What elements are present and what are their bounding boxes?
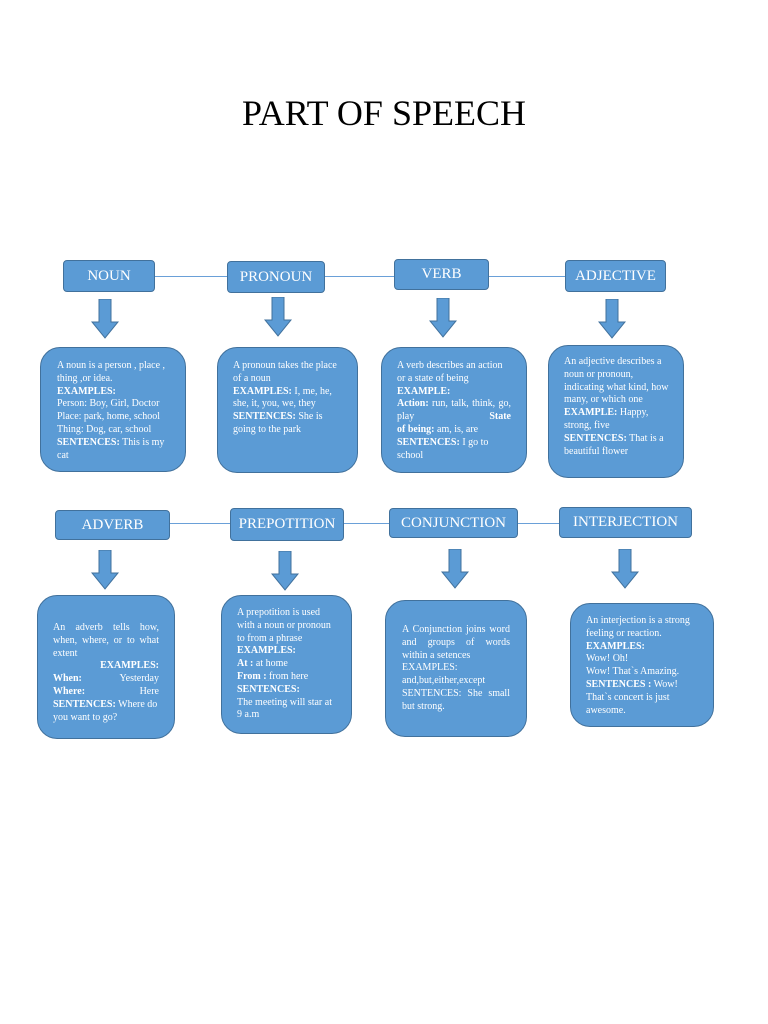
at-label: At :	[237, 658, 254, 670]
adjective-description: An adjective describes a noun or pronoun…	[548, 345, 684, 478]
adverb-description: An adverb tells how, when, where, or to …	[37, 595, 175, 739]
node-adverb: ADVERB	[55, 510, 170, 540]
sentence: That is a beautiful flower	[564, 432, 664, 457]
example-label: EXAMPLE:	[564, 407, 618, 419]
node-label: NOUN	[87, 267, 131, 284]
sentence: That`s concert is just awesome.	[586, 691, 670, 716]
interjection-description: An interjection is a strong feeling or r…	[570, 603, 714, 727]
sentence: She is going to the park	[233, 411, 323, 435]
definition: A Conjunction joins word and groups of w…	[402, 624, 510, 661]
when-example: Yesterday	[119, 673, 159, 685]
examples-label: EXAMPLES:	[586, 640, 645, 652]
sentences-label: SENTENCES :	[586, 678, 652, 690]
action-examples: run, talk, think, go, play	[397, 398, 511, 423]
connector-line	[154, 276, 228, 277]
arrow-down-icon	[264, 297, 292, 337]
sentences-label: SENTENCES:	[233, 411, 296, 423]
node-label: PRONOUN	[239, 268, 313, 285]
sentence: Wow!	[651, 678, 678, 690]
node-label: ADJECTIVE	[575, 267, 656, 284]
node-label: INTERJECTION	[573, 514, 678, 530]
definition: An interjection is a strong feeling or r…	[586, 615, 690, 639]
node-verb: VERB	[394, 259, 489, 290]
examples: Happy, strong, five	[564, 407, 649, 431]
example-label: EXAMPLE:	[397, 385, 451, 397]
pronoun-description: A pronoun takes the place of a noun EXAM…	[217, 347, 358, 473]
arrow-down-icon	[611, 549, 639, 589]
example-line: Place: park, home, school	[57, 411, 161, 423]
node-label: CONJUNCTION	[401, 514, 506, 531]
action-label: Action:	[397, 398, 429, 410]
where-label: Where:	[53, 685, 86, 697]
where-example: Here	[139, 685, 159, 697]
node-prepotition: PREPOTITION	[230, 508, 344, 541]
state-label: State	[489, 411, 511, 423]
conjunction-description: A Conjunction joins word and groups of w…	[385, 600, 527, 737]
definition: A prepotition is used with a noun or pro…	[237, 607, 331, 644]
examples-label: EXAMPLES:	[237, 645, 296, 657]
arrow-down-icon	[271, 551, 299, 591]
arrow-down-icon	[91, 299, 119, 339]
noun-description: A noun is a person , place , thing ,or i…	[40, 347, 186, 472]
definition: A pronoun takes the place of a noun	[233, 360, 337, 384]
sentence: The meeting will star at 9 a.m	[237, 696, 332, 721]
at-example: at home	[253, 658, 288, 670]
sentences-label: SENTENCES:	[564, 432, 627, 444]
arrow-down-icon	[91, 550, 119, 590]
examples-label: EXAMPLES:	[100, 660, 159, 672]
sentences-label: SENTENCES:	[397, 436, 460, 448]
connector-line	[517, 523, 560, 524]
verb-description: A verb describes an action or a state of…	[381, 347, 527, 473]
node-interjection: INTERJECTION	[559, 507, 692, 538]
node-noun: NOUN	[63, 260, 155, 292]
connector-line	[170, 523, 231, 524]
examples: I, me, he, she, it, you, we, they	[233, 385, 332, 410]
node-label: PREPOTITION	[238, 516, 336, 532]
arrow-down-icon	[429, 298, 457, 338]
arrow-down-icon	[598, 299, 626, 339]
examples-label: EXAMPLES:	[233, 385, 292, 397]
examples: and,but,either,except	[402, 675, 486, 687]
state-label: of being:	[397, 423, 435, 435]
connector-line	[343, 523, 390, 524]
state-examples: am, is, are	[434, 423, 479, 435]
sentences-label: SENTENCES:	[57, 436, 120, 448]
sentence: Where do you want to go?	[53, 698, 158, 723]
definition: A noun is a person , place , thing ,or i…	[57, 360, 166, 384]
connector-line	[325, 276, 395, 277]
sentence: SENTENCES: She small but strong.	[402, 687, 510, 712]
sentence: This is my cat	[57, 436, 165, 461]
examples-label: EXAMPLES:	[402, 662, 458, 674]
sentence: I go to school	[397, 436, 489, 461]
example-line: Thing: Dog, car, school	[57, 423, 152, 435]
connector-line	[488, 276, 566, 277]
example-line: Person: Boy, Girl, Doctor	[57, 398, 160, 410]
example-line: Wow! That`s Amazing.	[586, 666, 680, 678]
node-label: VERB	[421, 266, 462, 282]
prepotition-description: A prepotition is used with a noun or pro…	[221, 595, 352, 734]
node-label: ADVERB	[81, 516, 144, 533]
definition: A verb describes an action or a state of…	[397, 360, 503, 384]
node-pronoun: PRONOUN	[227, 261, 325, 293]
example-line: Wow! Oh!	[586, 653, 629, 665]
sentences-label: SENTENCES:	[237, 683, 300, 695]
node-conjunction: CONJUNCTION	[389, 508, 518, 538]
arrow-down-icon	[441, 549, 469, 589]
from-example: from here	[266, 670, 309, 682]
sentences-label: SENTENCES:	[53, 698, 116, 710]
examples-label: EXAMPLES:	[57, 385, 116, 397]
definition: An adverb tells how, when, where, or to …	[53, 622, 159, 659]
node-adjective: ADJECTIVE	[565, 260, 666, 292]
page-title: PART OF SPEECH	[242, 93, 526, 133]
from-label: From :	[237, 670, 267, 682]
when-label: When:	[53, 673, 82, 685]
definition: An adjective describes a noun or pronoun…	[564, 356, 669, 406]
